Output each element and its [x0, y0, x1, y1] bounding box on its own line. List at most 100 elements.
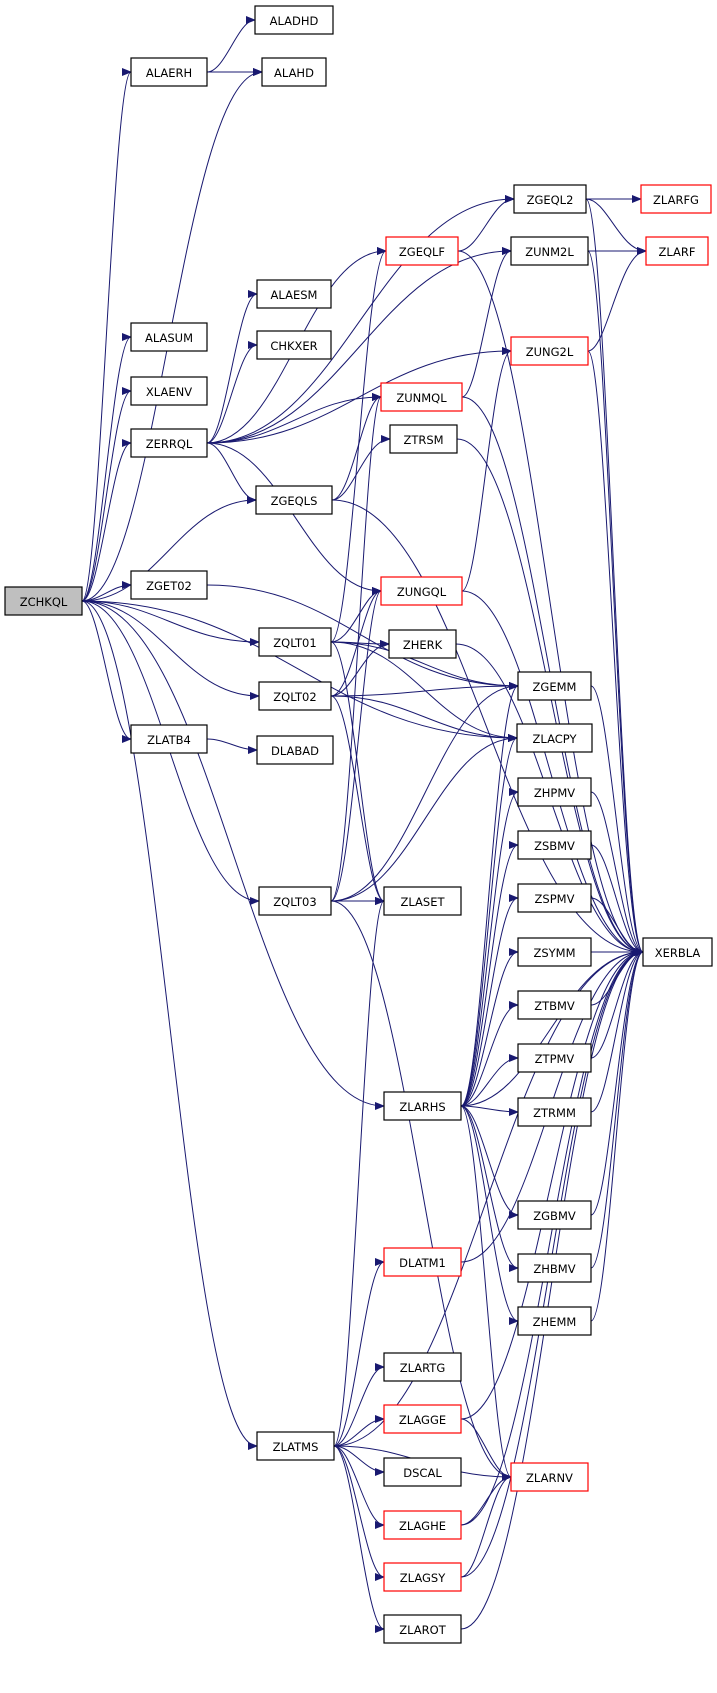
node-zlatms[interactable]: ZLATMS — [256, 1431, 335, 1461]
node-xlaenv[interactable]: XLAENV — [130, 376, 208, 406]
node-box-zlagge[interactable] — [383, 1404, 462, 1434]
node-xerbla[interactable]: XERBLA — [642, 937, 713, 967]
node-chkxer[interactable]: CHKXER — [256, 330, 332, 360]
node-box-zlarf[interactable] — [645, 236, 709, 266]
node-box-zlarfg[interactable] — [640, 184, 712, 214]
node-zlartg[interactable]: ZLARTG — [383, 1352, 462, 1382]
node-zlagge[interactable]: ZLAGGE — [383, 1404, 462, 1434]
node-zlaghe[interactable]: ZLAGHE — [383, 1510, 462, 1540]
node-alahd[interactable]: ALAHD — [261, 57, 327, 87]
node-box-zhbmv[interactable] — [517, 1253, 592, 1283]
node-box-ztpmv[interactable] — [517, 1043, 592, 1073]
node-zlacpy[interactable]: ZLACPY — [516, 723, 593, 753]
node-zungql[interactable]: ZUNGQL — [380, 576, 463, 606]
node-box-zlarhs[interactable] — [383, 1091, 462, 1121]
node-zlatb4[interactable]: ZLATB4 — [130, 724, 208, 754]
node-box-zlartg[interactable] — [383, 1352, 462, 1382]
node-box-zqlt02[interactable] — [258, 681, 332, 711]
node-box-aladhd[interactable] — [254, 5, 334, 35]
node-box-zqlt03[interactable] — [258, 886, 332, 916]
node-box-xerbla[interactable] — [642, 937, 713, 967]
node-box-xlaenv[interactable] — [130, 376, 208, 406]
node-alaerh[interactable]: ALAERH — [130, 57, 208, 87]
node-box-zget02[interactable] — [130, 570, 208, 600]
node-box-zlacpy[interactable] — [516, 723, 593, 753]
node-ztbmv[interactable]: ZTBMV — [517, 990, 592, 1020]
node-zlarf[interactable]: ZLARF — [645, 236, 709, 266]
node-box-alasum[interactable] — [130, 322, 208, 352]
node-box-zlarnv[interactable] — [510, 1462, 589, 1492]
node-zqlt01[interactable]: ZQLT01 — [258, 627, 332, 657]
node-ztrsm[interactable]: ZTRSM — [389, 424, 458, 454]
node-zhemm[interactable]: ZHEMM — [517, 1306, 592, 1336]
node-box-ztrsm[interactable] — [389, 424, 458, 454]
node-box-dscal[interactable] — [383, 1457, 462, 1487]
node-box-zlagsy[interactable] — [383, 1562, 462, 1592]
node-zlarnv[interactable]: ZLARNV — [510, 1462, 589, 1492]
node-box-zspmv[interactable] — [517, 883, 592, 913]
node-dscal[interactable]: DSCAL — [383, 1457, 462, 1487]
node-zlarhs[interactable]: ZLARHS — [383, 1091, 462, 1121]
node-box-zgeql2[interactable] — [513, 184, 587, 214]
node-box-alaesm[interactable] — [256, 279, 332, 309]
node-box-zchkql[interactable] — [4, 586, 83, 616]
node-box-zlarot[interactable] — [383, 1614, 462, 1644]
node-box-zherk[interactable] — [388, 629, 457, 659]
node-box-zsbmv[interactable] — [517, 830, 592, 860]
node-zchkql[interactable]: ZCHKQL — [4, 586, 83, 616]
node-box-zqlt01[interactable] — [258, 627, 332, 657]
node-dlabad[interactable]: DLABAD — [256, 735, 334, 765]
node-box-chkxer[interactable] — [256, 330, 332, 360]
node-box-zgbmv[interactable] — [517, 1200, 592, 1230]
node-zlagsy[interactable]: ZLAGSY — [383, 1562, 462, 1592]
node-zherk[interactable]: ZHERK — [388, 629, 457, 659]
node-zunm2l[interactable]: ZUNM2L — [510, 236, 589, 266]
node-box-zgemm[interactable] — [517, 671, 592, 701]
node-box-zlatms[interactable] — [256, 1431, 335, 1461]
node-box-zerrql[interactable] — [130, 428, 208, 458]
node-box-zlaghe[interactable] — [383, 1510, 462, 1540]
node-zspmv[interactable]: ZSPMV — [517, 883, 592, 913]
node-box-zgeqls[interactable] — [255, 485, 333, 515]
node-box-zunmql[interactable] — [380, 382, 463, 412]
node-zlarfg[interactable]: ZLARFG — [640, 184, 712, 214]
node-box-alahd[interactable] — [261, 57, 327, 87]
node-zgeql2[interactable]: ZGEQL2 — [513, 184, 587, 214]
node-box-zlatb4[interactable] — [130, 724, 208, 754]
node-box-zlaset[interactable] — [383, 886, 462, 916]
node-zsymm[interactable]: ZSYMM — [517, 937, 592, 967]
node-box-dlabad[interactable] — [256, 735, 334, 765]
node-zgemm[interactable]: ZGEMM — [517, 671, 592, 701]
node-zget02[interactable]: ZGET02 — [130, 570, 208, 600]
node-alaesm[interactable]: ALAESM — [256, 279, 332, 309]
node-zhbmv[interactable]: ZHBMV — [517, 1253, 592, 1283]
node-zunmql[interactable]: ZUNMQL — [380, 382, 463, 412]
node-zhpmv[interactable]: ZHPMV — [517, 777, 592, 807]
node-box-zhpmv[interactable] — [517, 777, 592, 807]
node-zsbmv[interactable]: ZSBMV — [517, 830, 592, 860]
node-ztrmm[interactable]: ZTRMM — [517, 1097, 592, 1127]
node-zqlt02[interactable]: ZQLT02 — [258, 681, 332, 711]
node-zgbmv[interactable]: ZGBMV — [517, 1200, 592, 1230]
node-box-zsymm[interactable] — [517, 937, 592, 967]
node-zgeqls[interactable]: ZGEQLS — [255, 485, 333, 515]
node-zlaset[interactable]: ZLASET — [383, 886, 462, 916]
node-zerrql[interactable]: ZERRQL — [130, 428, 208, 458]
node-box-alaerh[interactable] — [130, 57, 208, 87]
node-zqlt03[interactable]: ZQLT03 — [258, 886, 332, 916]
node-zung2l[interactable]: ZUNG2L — [510, 336, 589, 366]
node-zlarot[interactable]: ZLAROT — [383, 1614, 462, 1644]
node-box-zungql[interactable] — [380, 576, 463, 606]
node-box-ztbmv[interactable] — [517, 990, 592, 1020]
node-box-ztrmm[interactable] — [517, 1097, 592, 1127]
node-box-zung2l[interactable] — [510, 336, 589, 366]
node-box-zhemm[interactable] — [517, 1306, 592, 1336]
node-box-zunm2l[interactable] — [510, 236, 589, 266]
node-box-dlatm1[interactable] — [383, 1247, 462, 1277]
node-box-zgeqlf[interactable] — [385, 236, 459, 266]
node-aladhd[interactable]: ALADHD — [254, 5, 334, 35]
node-ztpmv[interactable]: ZTPMV — [517, 1043, 592, 1073]
node-alasum[interactable]: ALASUM — [130, 322, 208, 352]
node-zgeqlf[interactable]: ZGEQLF — [385, 236, 459, 266]
node-dlatm1[interactable]: DLATM1 — [383, 1247, 462, 1277]
